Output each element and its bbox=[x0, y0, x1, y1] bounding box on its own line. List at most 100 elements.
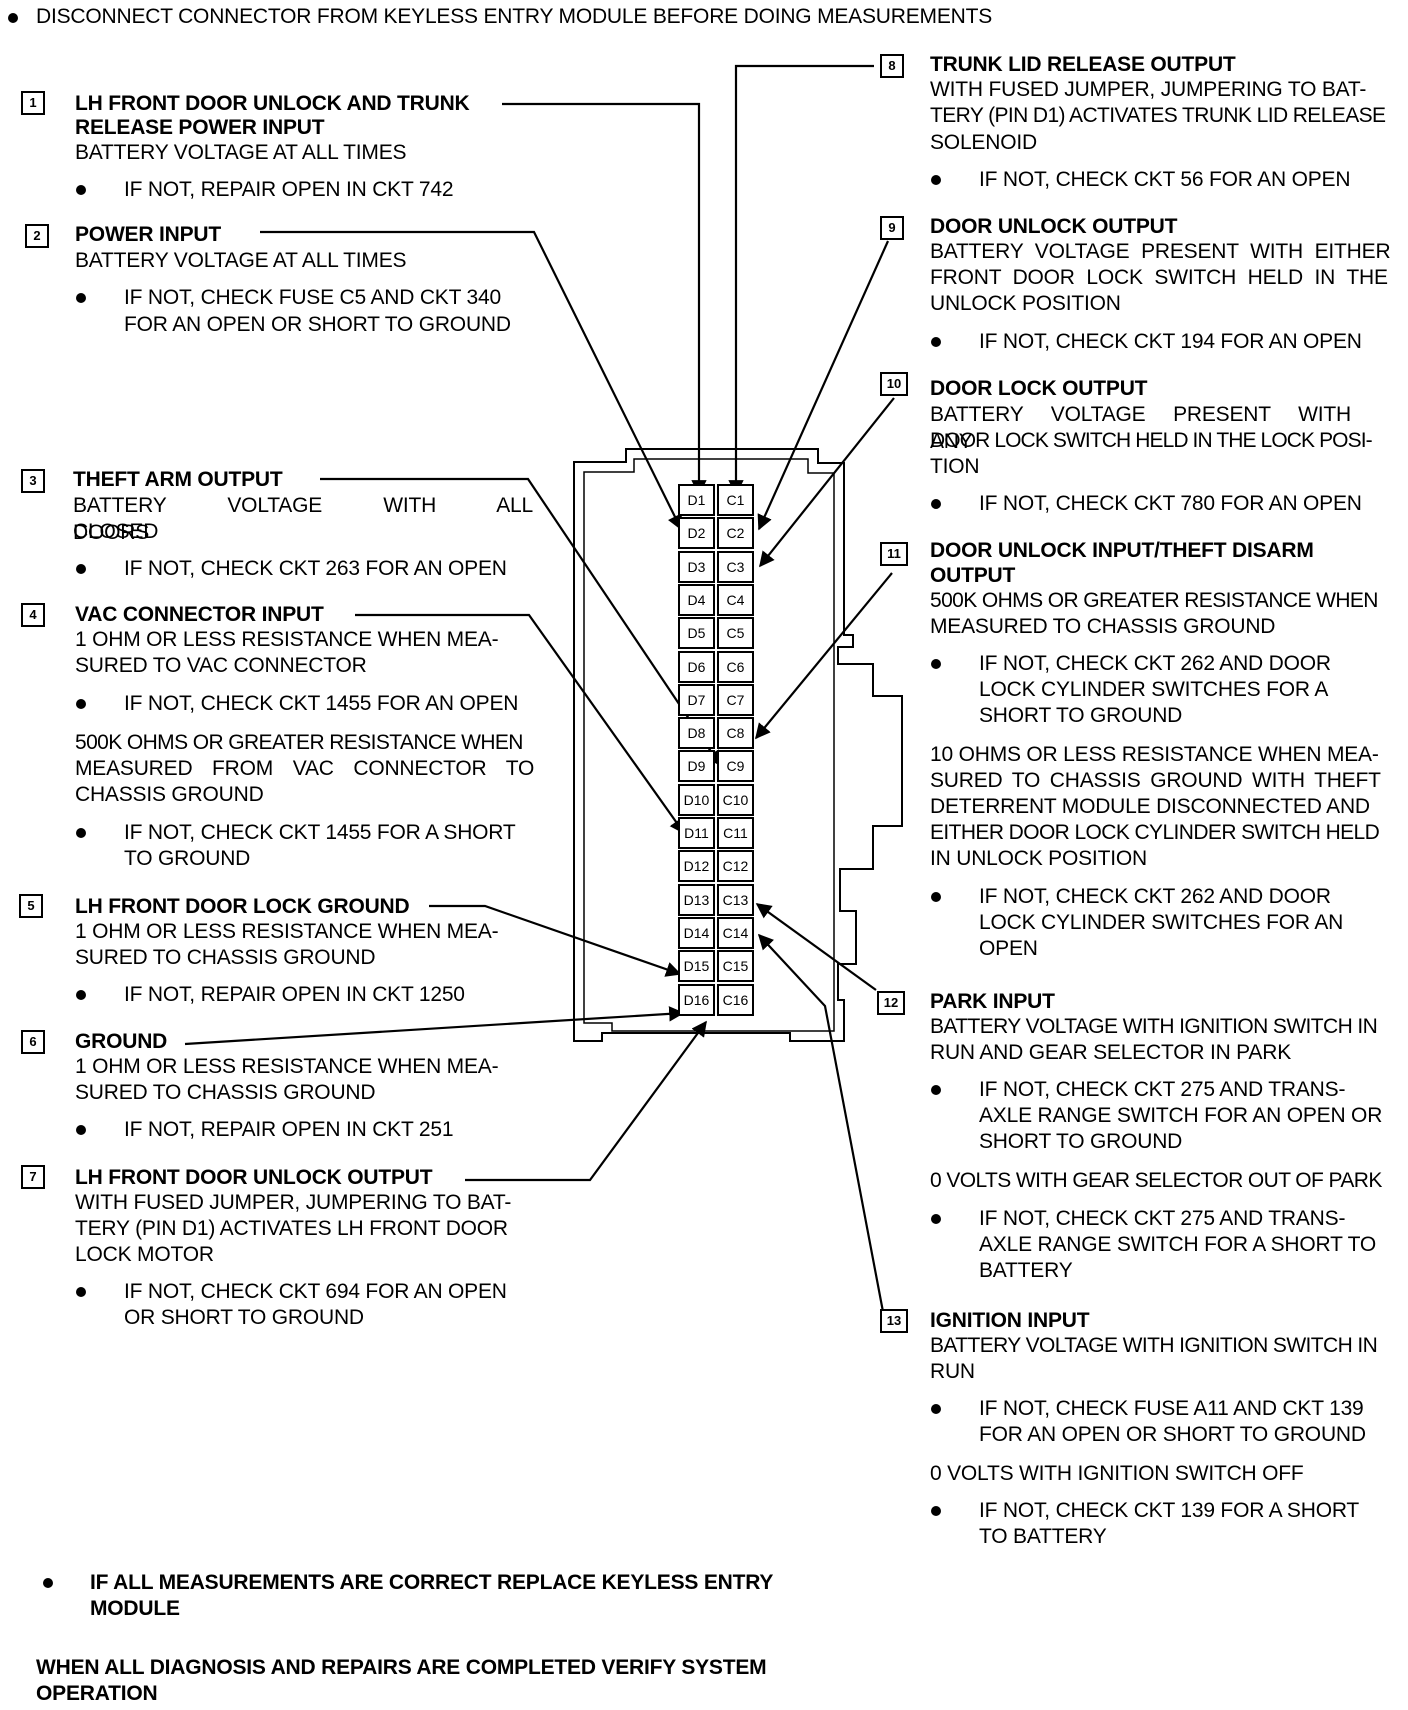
item-11-spec: DETERRENT MODULE DISCONNECTED AND bbox=[930, 795, 1370, 818]
connector-pin-c10: C10 bbox=[717, 784, 754, 816]
connector-pin-d10: D10 bbox=[678, 784, 715, 816]
item-13-check: IF NOT, CHECK CKT 139 FOR A SHORT bbox=[979, 1499, 1360, 1522]
item-8-title: TRUNK LID RELEASE OUTPUT bbox=[930, 53, 1236, 76]
item-5-desc: SURED TO CHASSIS GROUND bbox=[75, 946, 376, 969]
item-7-desc: WITH FUSED JUMPER, JUMPERING TO BAT- bbox=[75, 1191, 512, 1214]
connector-pin-c5: C5 bbox=[717, 617, 754, 649]
item-1-number: 1 bbox=[21, 91, 45, 115]
item-9-number: 9 bbox=[880, 216, 904, 240]
item-7-desc: TERY (PIN D1) ACTIVATES LH FRONT DOOR bbox=[75, 1217, 508, 1240]
item-1-desc: BATTERY VOLTAGE AT ALL TIMES bbox=[75, 141, 407, 164]
connector-housing bbox=[573, 448, 903, 1042]
item-5-desc: 1 OHM OR LESS RESISTANCE WHEN MEA- bbox=[75, 920, 499, 943]
connector-pin-d16: D16 bbox=[678, 984, 715, 1016]
item-1-title: RELEASE POWER INPUT bbox=[75, 116, 325, 139]
item-4-check: IF NOT, CHECK CKT 1455 FOR AN OPEN bbox=[124, 692, 519, 715]
bullet-dot bbox=[76, 185, 86, 195]
item-13-check: IF NOT, CHECK FUSE A11 AND CKT 139 bbox=[979, 1397, 1364, 1420]
connector-pin-c2: C2 bbox=[717, 517, 754, 549]
item-3-check: IF NOT, CHECK CKT 263 FOR AN OPEN bbox=[124, 557, 507, 580]
item-11-spec: EITHER DOOR LOCK CYLINDER SWITCH HELD bbox=[930, 821, 1380, 844]
connector-pin-d1: D1 bbox=[678, 484, 715, 516]
bullet-dot bbox=[76, 293, 86, 303]
leader-lines bbox=[184, 64, 895, 1318]
item-11-check: LOCK CYLINDER SWITCHES FOR A bbox=[979, 678, 1329, 701]
bullet-dot bbox=[76, 1287, 86, 1297]
replace-module-instruction: IF ALL MEASUREMENTS ARE CORRECT REPLACE … bbox=[90, 1571, 774, 1594]
item-11-title: DOOR UNLOCK INPUT/THEFT DISARM bbox=[930, 539, 1314, 562]
item-9-desc: UNLOCK POSITION bbox=[930, 292, 1121, 315]
item-12-spec: 0 VOLTS WITH GEAR SELECTOR OUT OF PARK bbox=[930, 1169, 1382, 1192]
item-5-title: LH FRONT DOOR LOCK GROUND bbox=[75, 895, 410, 918]
verify-operation-instruction: WHEN ALL DIAGNOSIS AND REPAIRS ARE COMPL… bbox=[36, 1656, 767, 1679]
item-9-desc: FRONT DOOR LOCK SWITCH HELD IN THE bbox=[930, 266, 1388, 289]
connector-pin-c7: C7 bbox=[717, 684, 754, 716]
connector-pin-d5: D5 bbox=[678, 617, 715, 649]
item-12-check: BATTERY bbox=[979, 1259, 1073, 1282]
item-2-number: 2 bbox=[25, 224, 49, 248]
item-4-check: IF NOT, CHECK CKT 1455 FOR A SHORT bbox=[124, 821, 516, 844]
item-5-number: 5 bbox=[19, 894, 43, 918]
item-12-check: AXLE RANGE SWITCH FOR A SHORT TO bbox=[979, 1233, 1376, 1256]
item-12-check: AXLE RANGE SWITCH FOR AN OPEN OR bbox=[979, 1104, 1383, 1127]
item-8-check: IF NOT, CHECK CKT 56 FOR AN OPEN bbox=[979, 168, 1351, 191]
bullet-dot bbox=[43, 1578, 53, 1588]
item-2-desc: BATTERY VOLTAGE AT ALL TIMES bbox=[75, 249, 407, 272]
item-8-desc: WITH FUSED JUMPER, JUMPERING TO BAT- bbox=[930, 78, 1367, 101]
verify-operation-instruction: OPERATION bbox=[36, 1682, 158, 1705]
item-13-check: FOR AN OPEN OR SHORT TO GROUND bbox=[979, 1423, 1366, 1446]
connector-pin-d4: D4 bbox=[678, 584, 715, 616]
item-7-check: IF NOT, CHECK CKT 694 FOR AN OPEN bbox=[124, 1280, 507, 1303]
item-11-check: LOCK CYLINDER SWITCHES FOR AN bbox=[979, 911, 1344, 934]
item-13-desc: BATTERY VOLTAGE WITH IGNITION SWITCH IN bbox=[930, 1334, 1378, 1357]
item-3-number: 3 bbox=[21, 469, 45, 493]
item-12-number: 12 bbox=[877, 991, 905, 1015]
connector-pin-d13: D13 bbox=[678, 884, 715, 916]
item-7-desc: LOCK MOTOR bbox=[75, 1243, 214, 1266]
item-11-check: IF NOT, CHECK CKT 262 AND DOOR bbox=[979, 885, 1331, 908]
bullet-dot bbox=[76, 828, 86, 838]
bullet-dot bbox=[931, 1085, 941, 1095]
bullet-dot bbox=[76, 564, 86, 574]
item-12-check: SHORT TO GROUND bbox=[979, 1130, 1183, 1153]
item-11-title: OUTPUT bbox=[930, 564, 1016, 587]
connector-pin-c4: C4 bbox=[717, 584, 754, 616]
item-6-title: GROUND bbox=[75, 1030, 168, 1053]
item-3-title: THEFT ARM OUTPUT bbox=[73, 468, 283, 491]
item-8-desc: TERY (PIN D1) ACTIVATES TRUNK LID RELEAS… bbox=[930, 104, 1386, 127]
connector-pin-d11: D11 bbox=[678, 817, 715, 849]
item-10-check: IF NOT, CHECK CKT 780 FOR AN OPEN bbox=[979, 492, 1362, 515]
item-7-title: LH FRONT DOOR UNLOCK OUTPUT bbox=[75, 1166, 433, 1189]
bullet-dot bbox=[931, 1404, 941, 1414]
replace-module-instruction: MODULE bbox=[90, 1597, 180, 1620]
bullet-dot bbox=[931, 892, 941, 902]
bullet-dot bbox=[76, 990, 86, 1000]
item-4-spec: MEASURED FROM VAC CONNECTOR TO bbox=[75, 757, 535, 780]
item-9-desc: BATTERY VOLTAGE PRESENT WITH EITHER bbox=[930, 240, 1391, 263]
item-11-check: OPEN bbox=[979, 937, 1038, 960]
item-6-desc: SURED TO CHASSIS GROUND bbox=[75, 1081, 376, 1104]
item-13-check: TO BATTERY bbox=[979, 1525, 1107, 1548]
item-7-check: OR SHORT TO GROUND bbox=[124, 1306, 364, 1329]
item-11-check: SHORT TO GROUND bbox=[979, 704, 1183, 727]
item-13-number: 13 bbox=[880, 1309, 908, 1333]
connector-pin-c3: C3 bbox=[717, 551, 754, 583]
item-4-number: 4 bbox=[21, 603, 45, 627]
item-2-title: POWER INPUT bbox=[75, 223, 221, 246]
bullet-dot bbox=[931, 659, 941, 669]
connector-pin-d3: D3 bbox=[678, 551, 715, 583]
item-4-spec: 500K OHMS OR GREATER RESISTANCE WHEN bbox=[75, 731, 523, 754]
item-11-spec: 10 OHMS OR LESS RESISTANCE WHEN MEA- bbox=[930, 743, 1379, 766]
connector-pin-d2: D2 bbox=[678, 517, 715, 549]
item-10-desc: TION bbox=[930, 455, 980, 478]
connector-pin-c15: C15 bbox=[717, 950, 754, 982]
connector-pin-c1: C1 bbox=[717, 484, 754, 516]
bullet-dot bbox=[931, 1214, 941, 1224]
connector-pin-c11: C11 bbox=[717, 817, 754, 849]
item-4-desc: 1 OHM OR LESS RESISTANCE WHEN MEA- bbox=[75, 628, 499, 651]
connector-pin-d8: D8 bbox=[678, 717, 715, 749]
item-1-title: LH FRONT DOOR UNLOCK AND TRUNK bbox=[75, 92, 470, 115]
item-7-number: 7 bbox=[21, 1165, 45, 1189]
